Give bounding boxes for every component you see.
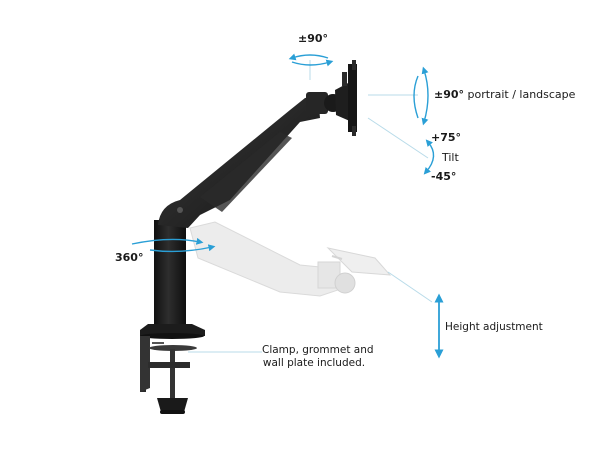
tilt-down-label: -45° [431,170,457,183]
clamp-label-line2: wall plate included. [262,357,366,369]
ghost-arm-lowered [189,221,392,297]
rotation-value: ±90° [434,88,465,101]
rotation-arrow-icon [413,66,429,126]
rotation-label: ±90° portrait / landscape [434,88,575,101]
rotation-text: portrait / landscape [464,88,576,101]
clamp-label-line1: Clamp, grommet and [262,344,374,356]
swivel-label: ±90° [298,32,329,45]
leader-lines [188,60,433,353]
tilt-label: Tilt [442,151,459,164]
clamp-label: Clamp, grommet and wall plate included. [262,344,374,370]
monitor-arm [158,60,357,228]
base-swivel-label: 360° [115,251,144,264]
tilt-arrow-icon [423,139,435,175]
tilt-up-label: +75° [431,131,462,144]
height-adjustment-label: Height adjustment [445,321,543,333]
base-rotation-arrow-icon [131,237,216,253]
swivel-arrow-icon [288,53,334,67]
desk-clamp [140,336,197,414]
support-pole [140,220,205,339]
